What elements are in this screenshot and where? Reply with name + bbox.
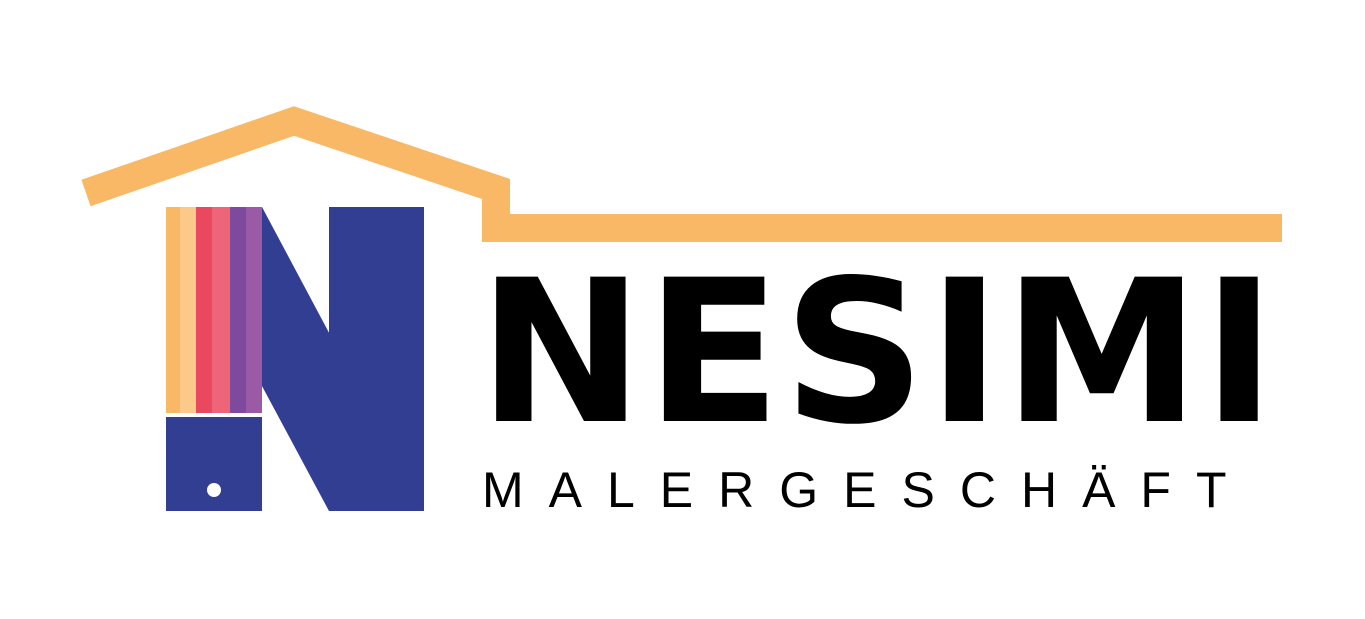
brush-handle xyxy=(189,452,239,510)
brush-stripe-red-light xyxy=(212,207,230,413)
brush-handle-hole xyxy=(207,483,221,497)
brush-stripe-purple-light xyxy=(246,207,262,413)
brand-name: NESIMI xyxy=(478,237,1278,468)
brush-ferrule xyxy=(166,413,262,417)
brand-subtitle: MALERGESCHÄFT xyxy=(482,462,1252,518)
brush-ferrule-base xyxy=(166,420,262,452)
paint-brush-icon xyxy=(166,207,262,510)
brush-stripe-orange-light xyxy=(180,207,196,413)
house-roof-icon xyxy=(81,106,1282,242)
